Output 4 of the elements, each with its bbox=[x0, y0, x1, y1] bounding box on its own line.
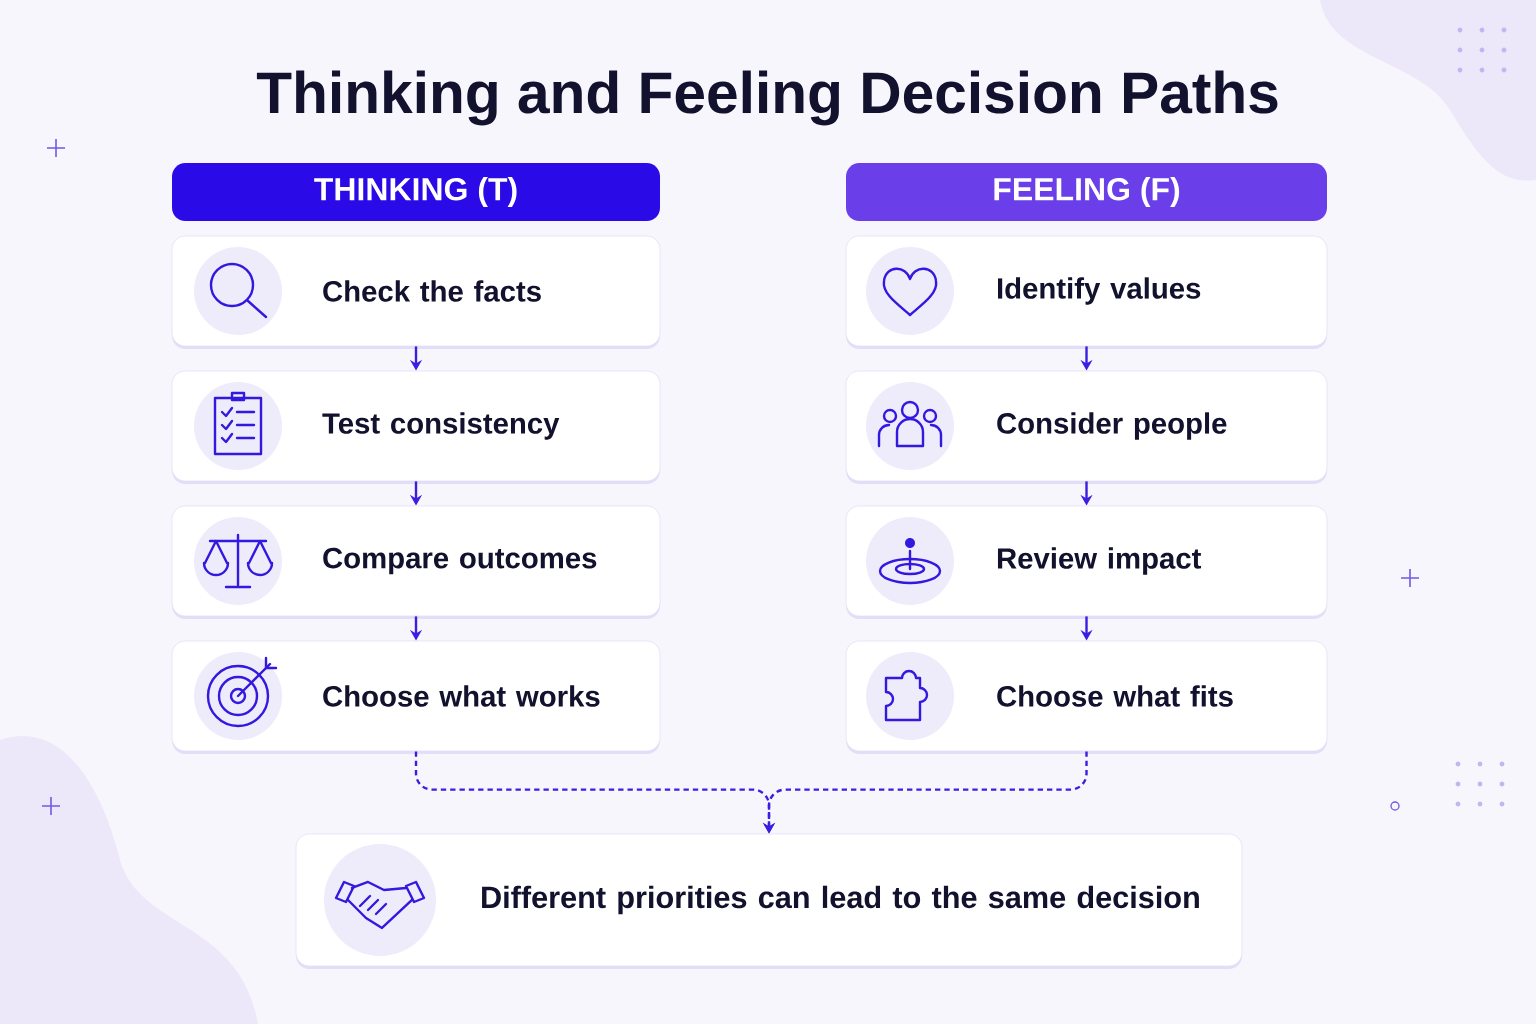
header-bar: FEELING (F) bbox=[846, 163, 1327, 221]
title: Thinking and Feeling Decision Paths bbox=[256, 70, 1278, 126]
header-bar: THINKING (T) bbox=[172, 163, 660, 221]
step-card: Different priorities can lead to the same decision bbox=[295, 833, 1243, 969]
